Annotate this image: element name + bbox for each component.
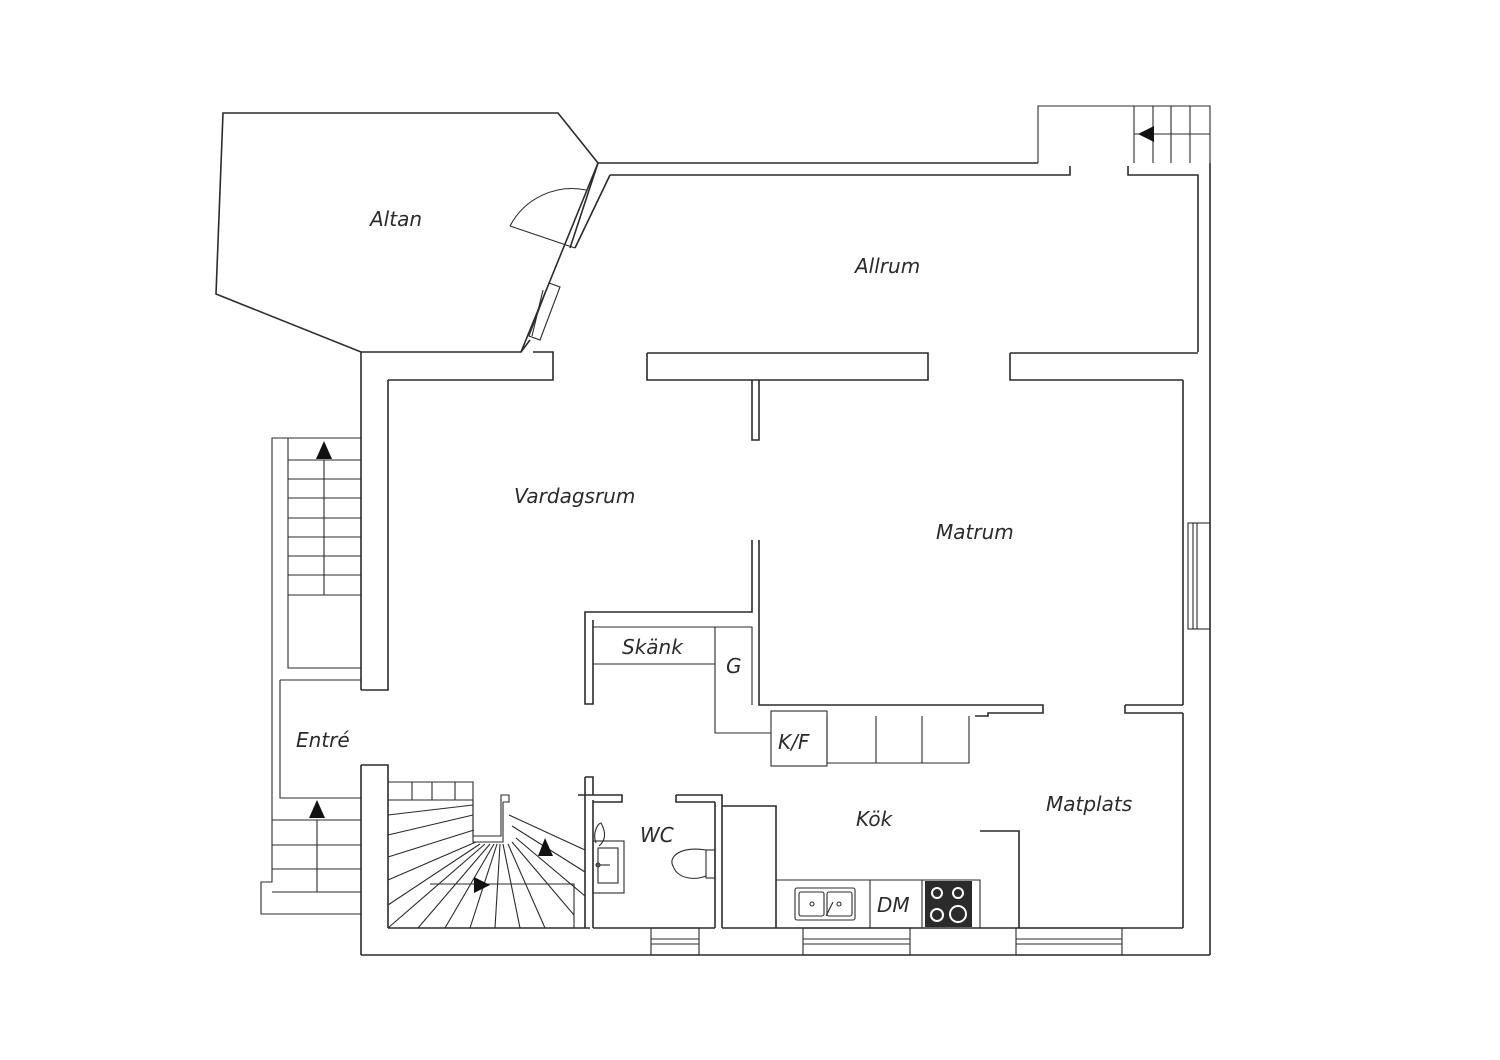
room-label-vardagsrum: Vardagsrum <box>514 484 635 508</box>
room-labels: Altan Allrum Vardagsrum Matrum Entré Skä… <box>296 207 1132 917</box>
exterior-walls <box>360 162 1211 956</box>
appliance-label-dm: DM <box>877 893 910 917</box>
room-label-matrum: Matrum <box>936 520 1014 544</box>
room-label-matplats: Matplats <box>1046 792 1132 816</box>
kitchen-counter-upper <box>770 710 970 767</box>
stairs-left-upper <box>271 437 361 690</box>
stair-direction-arrow <box>309 800 325 818</box>
cabinet-label-skank: Skänk <box>622 635 684 659</box>
stair-direction-arrow <box>538 838 553 856</box>
stair-direction-arrow <box>1138 126 1154 142</box>
stair-direction-arrow <box>474 877 490 893</box>
altan-door <box>509 188 587 249</box>
toilet-icon <box>671 848 716 879</box>
stairs-left-lower <box>260 800 361 915</box>
washbasin-icon <box>592 822 625 894</box>
wc-fixtures <box>592 822 716 894</box>
kitchen-counter-lower <box>776 879 981 928</box>
room-label-altan: Altan <box>368 207 422 231</box>
altan-deck <box>215 112 599 353</box>
room-label-kok: Kök <box>856 807 894 831</box>
stair-direction-arrow <box>316 441 332 459</box>
sideboard <box>593 626 771 734</box>
entre-area <box>271 679 361 800</box>
stairs-top-right <box>1037 105 1211 163</box>
cabinet-label-g: G <box>726 654 742 678</box>
stairs-winder <box>387 781 586 929</box>
room-label-allrum: Allrum <box>853 254 920 278</box>
appliance-label-kf: K/F <box>778 730 810 754</box>
stove-icon <box>925 881 972 927</box>
windows <box>528 282 1211 956</box>
room-label-wc: WC <box>640 823 674 847</box>
room-label-entre: Entré <box>296 728 350 752</box>
sink-icon <box>794 887 856 921</box>
